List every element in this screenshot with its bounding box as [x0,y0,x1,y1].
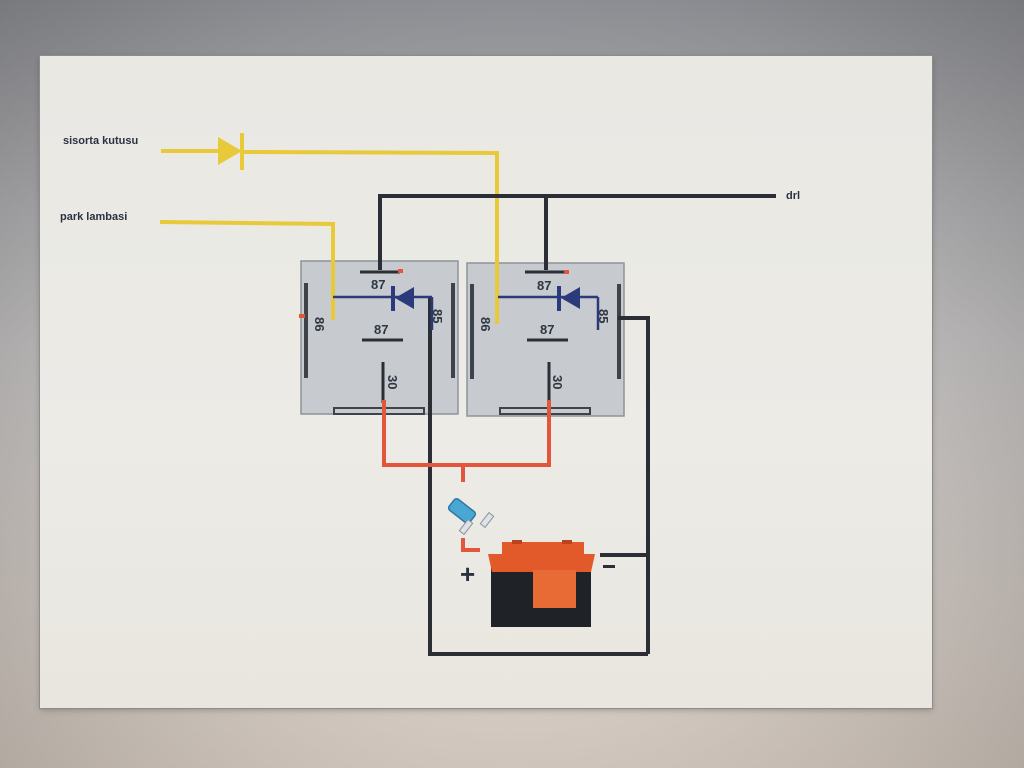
relay1-30-wire [382,400,551,467]
drl-label: drl [786,190,800,202]
fuse-icon [447,497,495,536]
relay1-pin-87-mid: 87 [374,322,388,337]
yellow-wires [159,149,499,324]
relay2-85-ground [618,316,650,654]
relay1-pin-85: 85 [430,309,445,323]
relay2-pin-87-top: 87 [537,278,551,293]
input-diode-icon [218,133,244,170]
park-wire [159,219,335,320]
battery-plus-label: + [460,559,475,589]
relay1-pin-30: 30 [385,375,400,389]
battery-minus-label [603,565,615,568]
relay1-pin-86: 86 [312,317,327,331]
relay-2 [466,262,625,417]
relay1-85-ground [428,298,648,656]
relay2-pin-30: 30 [550,375,565,389]
red-wires [382,400,551,552]
battery-icon [488,540,595,627]
relay2-pin-85: 85 [596,309,611,323]
black-wires [378,194,776,656]
relay2-pin-86: 86 [478,317,493,331]
relay1-diode-icon [333,286,434,330]
relay1-pin-87-top: 87 [371,277,385,292]
sisorta-label: sisorta kutusu [63,135,138,147]
relay2-diode-icon [498,286,600,330]
fuse-to-battery-wire [461,538,480,552]
park-label: park lambasi [60,211,127,223]
sisorta-to-relay2-wire [239,149,499,324]
relay2-pin-87-mid: 87 [540,322,554,337]
drl-wire [378,194,776,270]
